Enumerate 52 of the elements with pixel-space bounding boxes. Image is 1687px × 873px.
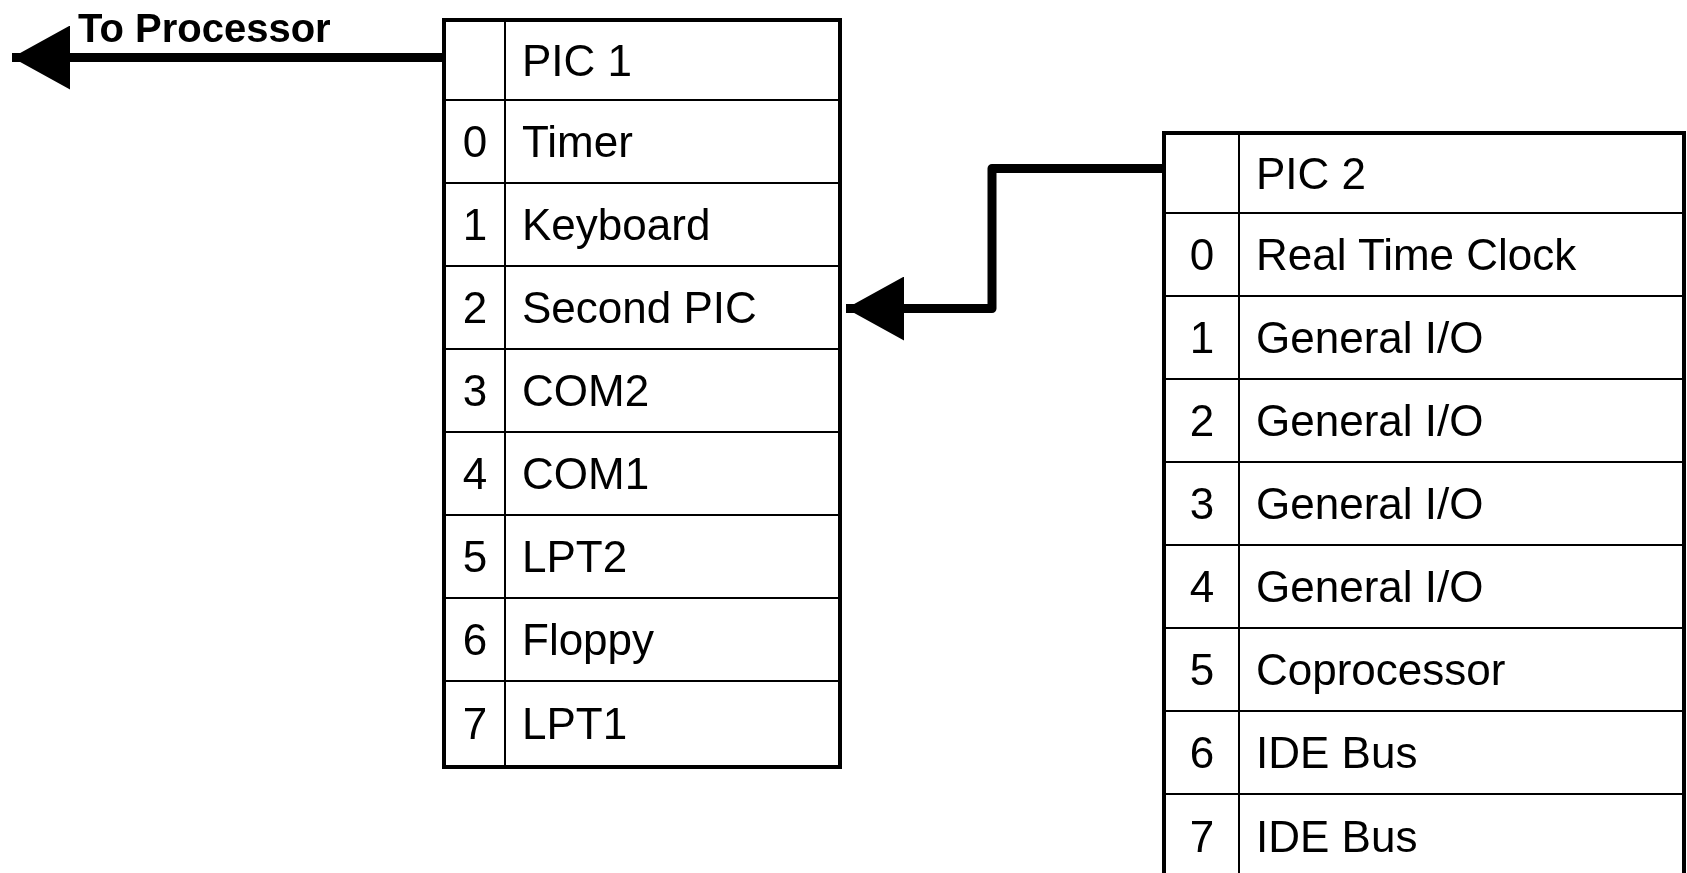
row-number: 6 — [462, 617, 488, 662]
row-number: 7 — [462, 701, 488, 746]
table-heading: PIC 1 — [522, 38, 633, 83]
row-number: 1 — [1189, 315, 1215, 360]
row-label: LPT2 — [522, 534, 628, 579]
row-label: LPT1 — [522, 701, 628, 746]
row-number: 5 — [1189, 647, 1215, 692]
table-row — [1166, 546, 1682, 629]
table-row — [1166, 297, 1682, 380]
row-label: Keyboard — [522, 202, 711, 247]
table-row — [1166, 629, 1682, 712]
row-number: 3 — [462, 368, 488, 413]
table-row — [1166, 214, 1682, 297]
row-number: 0 — [462, 119, 488, 164]
arrow — [846, 164, 1162, 341]
row-number: 6 — [1189, 730, 1215, 775]
table-row — [446, 267, 838, 350]
row-number: 0 — [1189, 232, 1215, 277]
row-number: 5 — [462, 534, 488, 579]
row-number: 3 — [1189, 481, 1215, 526]
row-number: 4 — [462, 451, 488, 496]
table-heading: PIC 2 — [1256, 151, 1367, 196]
table-row — [446, 433, 838, 516]
row-label: IDE Bus — [1256, 730, 1418, 775]
table-row — [1166, 712, 1682, 795]
row-label: IDE Bus — [1256, 814, 1418, 859]
row-number: 1 — [462, 202, 488, 247]
table-row — [446, 516, 838, 599]
row-number: 7 — [1189, 814, 1215, 859]
row-label: General I/O — [1256, 315, 1484, 360]
table-row — [446, 350, 838, 433]
table-row — [1166, 463, 1682, 546]
row-label: General I/O — [1256, 398, 1484, 443]
row-label: General I/O — [1256, 481, 1484, 526]
row-number: 4 — [1189, 564, 1215, 609]
row-label: Floppy — [522, 617, 655, 662]
row-label: Coprocessor — [1256, 647, 1506, 692]
table-row — [446, 184, 838, 267]
table-box — [442, 18, 842, 769]
table-box — [1162, 131, 1686, 873]
arrow — [12, 25, 442, 90]
table-row — [446, 101, 838, 184]
row-label: COM1 — [522, 451, 650, 496]
row-label: Second PIC — [522, 285, 757, 330]
row-label: COM2 — [522, 368, 650, 413]
row-number: 2 — [462, 285, 488, 330]
row-label: General I/O — [1256, 564, 1484, 609]
row-number: 2 — [1189, 398, 1215, 443]
row-label: Real Time Clock — [1256, 232, 1577, 277]
table-row — [446, 599, 838, 682]
row-label: Timer — [522, 119, 633, 164]
table-row — [1166, 380, 1682, 463]
